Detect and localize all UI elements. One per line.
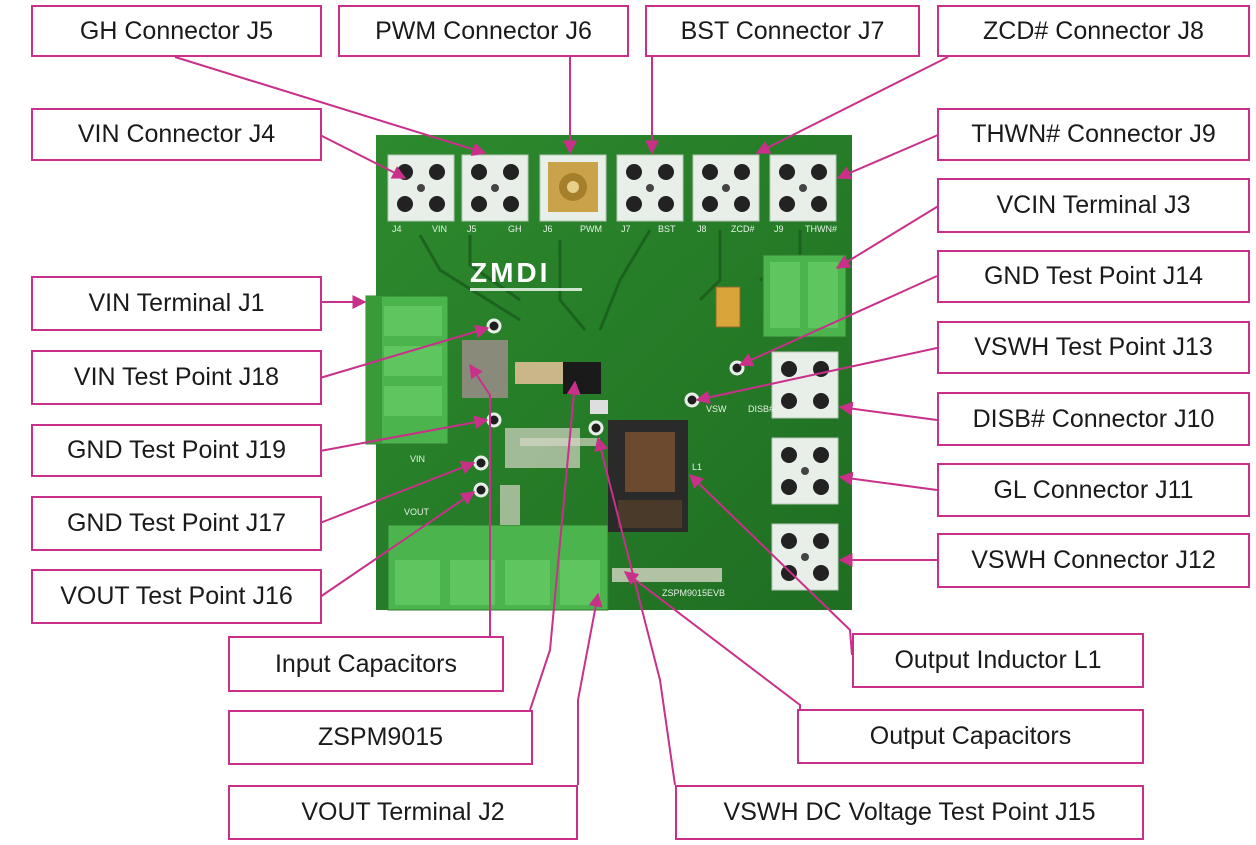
label-vin-terminal-j1: VIN Terminal J1 (31, 276, 322, 331)
silk-j6: J6 (543, 224, 553, 234)
vout-terminal-block-j2 (387, 524, 609, 611)
label-vcin-terminal-j3: VCIN Terminal J3 (937, 178, 1250, 233)
label-vswh-test-point-j13: VSWH Test Point J13 (937, 321, 1250, 374)
label-vswh-dc-voltage-test-point-j15: VSWH DC Voltage Test Point J15 (675, 785, 1144, 840)
label-gnd-test-point-j14: GND Test Point J14 (937, 250, 1250, 303)
silk-disb: DISB# (748, 404, 774, 414)
label-thwn-connector-j9: THWN# Connector J9 (937, 108, 1250, 161)
label-gh-connector-j5: GH Connector J5 (31, 5, 322, 57)
silk-j4: J4 (392, 224, 402, 234)
zmdi-logo: ZMDI (470, 257, 550, 288)
label-bst-connector-j7: BST Connector J7 (645, 5, 920, 57)
vcin-terminal-block-j3 (762, 254, 847, 338)
silk-bst: BST (658, 224, 676, 234)
output-inductor-l1 (608, 420, 688, 532)
silk-gh: GH (508, 224, 522, 234)
label-output-inductor-l1: Output Inductor L1 (852, 633, 1144, 688)
silk-j9: J9 (774, 224, 784, 234)
zspm9015-chip (563, 362, 608, 414)
label-gnd-test-point-j19: GND Test Point J19 (31, 424, 322, 477)
header-connector-j9 (769, 154, 837, 222)
label-gnd-test-point-j17: GND Test Point J17 (31, 496, 322, 551)
silk-vsw: VSW (706, 404, 727, 414)
silk-vin: VIN (432, 224, 447, 234)
vin-terminal-block-j1 (365, 295, 449, 445)
leader-lines (174, 56, 949, 786)
label-zcd-connector-j8: ZCD# Connector J8 (937, 5, 1250, 57)
header-connector-j8 (692, 154, 760, 222)
label-vin-connector-j4: VIN Connector J4 (31, 108, 322, 161)
silk-part-number: ZSPM9015EVB (662, 588, 725, 598)
header-connector-j4 (387, 154, 455, 222)
header-connector-j12 (771, 523, 839, 591)
silk-vin-terminal: VIN (410, 454, 425, 464)
label-gl-connector-j11: GL Connector J11 (937, 463, 1250, 517)
label-zspm9015: ZSPM9015 (228, 710, 533, 765)
sma-connector-j6 (539, 154, 607, 222)
silk-zcd: ZCD# (731, 224, 755, 234)
label-disb-connector-j10: DISB# Connector J10 (937, 392, 1250, 446)
output-capacitor-bank (520, 438, 722, 582)
label-vswh-connector-j12: VSWH Connector J12 (937, 533, 1250, 588)
header-connector-j10 (771, 351, 839, 419)
silk-pwm: PWM (580, 224, 602, 234)
silk-j7: J7 (621, 224, 631, 234)
label-output-capacitors: Output Capacitors (797, 709, 1144, 764)
silk-thwn: THWN# (805, 224, 837, 234)
silk-l1: L1 (692, 462, 702, 472)
header-connector-j11 (771, 437, 839, 505)
header-connector-j7 (616, 154, 684, 222)
pcb-board: J4 VIN J5 GH J6 PWM J7 BST J8 ZCD# J9 TH… (365, 135, 852, 611)
label-input-capacitors: Input Capacitors (228, 636, 504, 692)
silk-j8: J8 (697, 224, 707, 234)
label-vin-test-point-j18: VIN Test Point J18 (31, 350, 322, 405)
label-vout-test-point-j16: VOUT Test Point J16 (31, 569, 322, 624)
silk-vout: VOUT (404, 507, 430, 517)
label-vout-terminal-j2: VOUT Terminal J2 (228, 785, 578, 840)
silk-j5: J5 (467, 224, 477, 234)
label-pwm-connector-j6: PWM Connector J6 (338, 5, 629, 57)
header-connector-j5 (461, 154, 529, 222)
